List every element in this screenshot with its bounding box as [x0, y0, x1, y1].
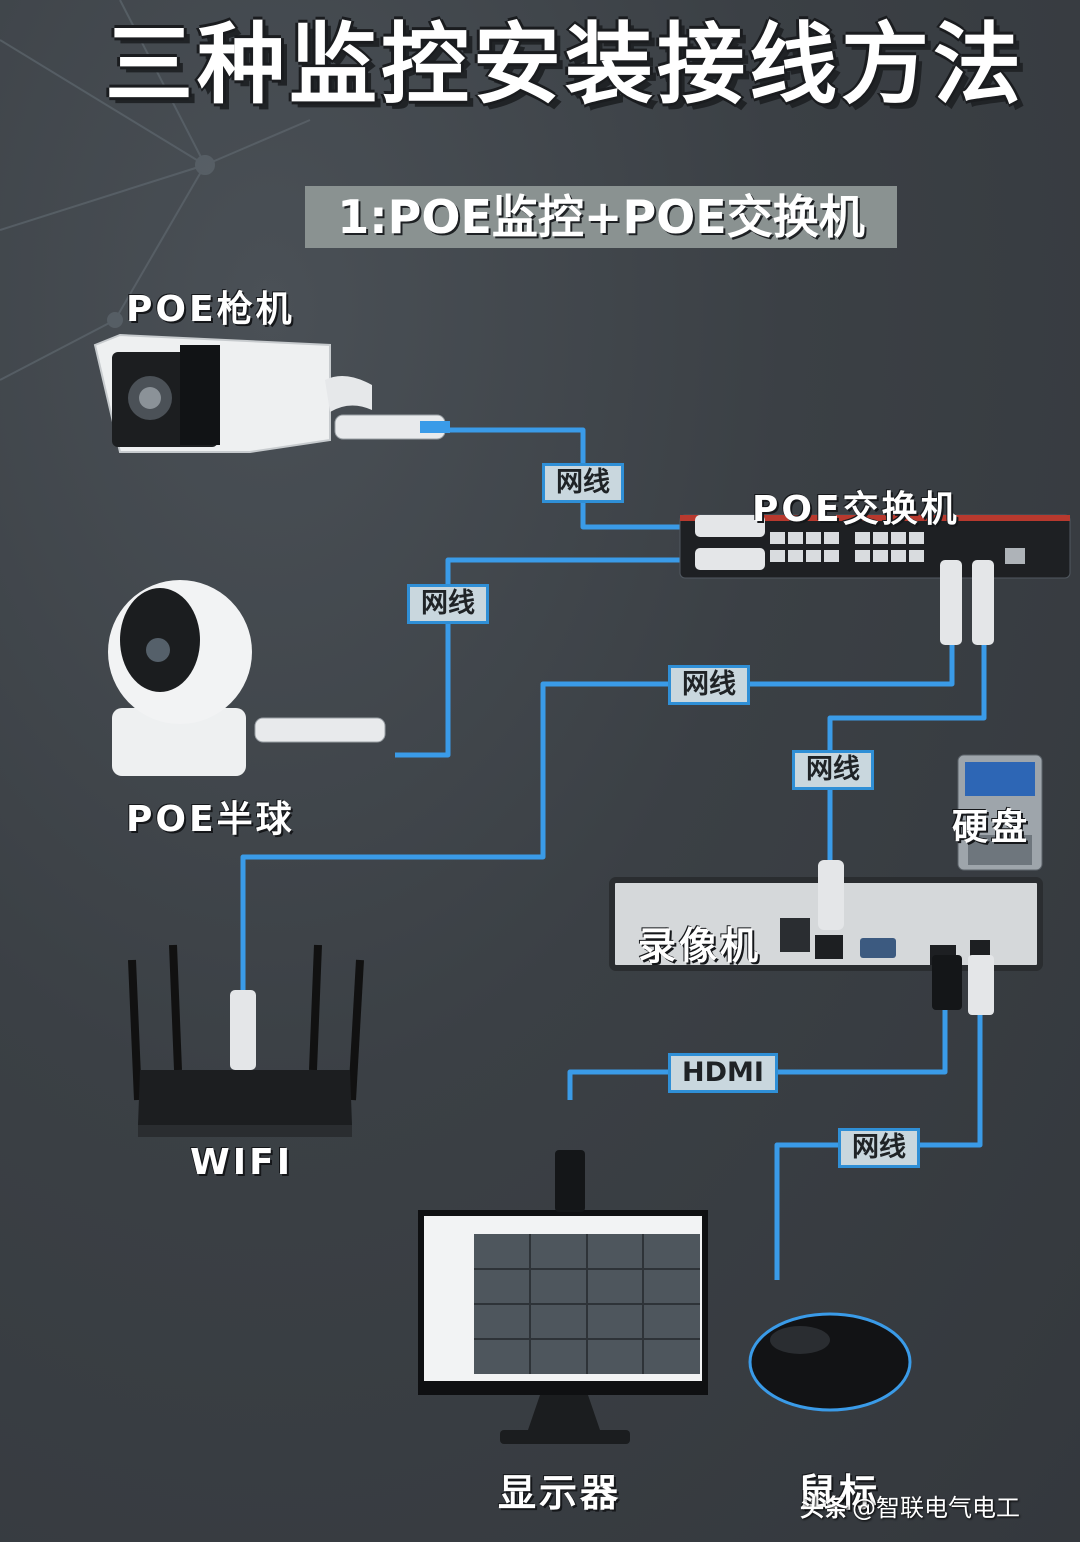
monitor-icon — [418, 1150, 708, 1444]
cable-label-nvr-monitor: HDMI — [668, 1053, 778, 1093]
dome-camera-label: POE半球 — [126, 790, 295, 842]
router-icon — [132, 945, 360, 1137]
poe-switch-label: POE交换机 — [752, 480, 960, 532]
monitor-label: 显示器 — [498, 1462, 621, 1517]
bullet-camera-icon — [95, 335, 450, 452]
watermark-account: @智联电气电工 — [852, 1494, 1020, 1522]
nvr-label: 录像机 — [638, 915, 761, 970]
page-title: 三种监控安装接线方法 — [105, 10, 1080, 120]
section-subtitle: 1:POE监控+POE交换机 — [305, 186, 897, 248]
cable-label-switch-nvr: 网线 — [792, 750, 874, 790]
mouse-icon — [750, 1314, 910, 1410]
cable-label-dome-switch: 网线 — [407, 584, 489, 624]
hard-disk-label: 硬盘 — [952, 798, 1030, 850]
watermark: 头条@智联电气电工 — [800, 1488, 1020, 1523]
router-label: WIFI — [190, 1142, 293, 1183]
bullet-camera-label: POE枪机 — [126, 280, 295, 332]
cable-label-nvr-mouse: 网线 — [838, 1128, 920, 1168]
dome-camera-icon — [108, 580, 385, 776]
cable-label-switch-router: 网线 — [668, 665, 750, 705]
poe-switch-icon — [680, 515, 1070, 645]
watermark-brand: 头条 — [800, 1494, 848, 1522]
cable-label-camera-switch: 网线 — [542, 463, 624, 503]
